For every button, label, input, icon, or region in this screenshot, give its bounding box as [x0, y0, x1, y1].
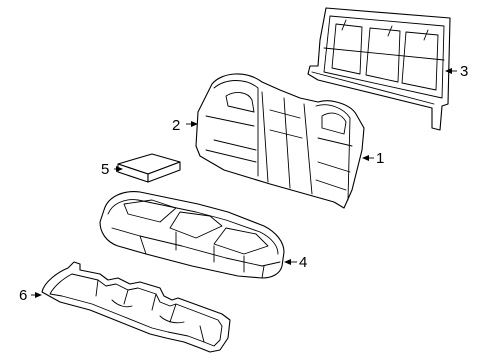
leader-lines: [31, 68, 457, 298]
callout-labels: 1 2 3 4 5 6: [19, 63, 468, 304]
callout-4: 4: [299, 254, 307, 271]
callout-5: 5: [101, 161, 109, 178]
seat-back-frame: [307, 7, 451, 131]
callout-6: 6: [19, 287, 27, 304]
seat-pad: [117, 153, 181, 183]
callout-2: 2: [172, 117, 180, 134]
arrow-6: [35, 292, 42, 298]
seat-cushion: [99, 191, 285, 279]
arrow-3: [445, 68, 452, 74]
arrow-5: [116, 166, 123, 172]
callout-3: 3: [460, 63, 468, 80]
arrow-2: [191, 121, 198, 127]
seat-cushion-frame: [41, 261, 231, 353]
seat-back-cushion: [195, 73, 365, 209]
arrow-1: [362, 155, 369, 161]
arrow-4: [284, 259, 291, 265]
callout-1: 1: [376, 150, 384, 167]
